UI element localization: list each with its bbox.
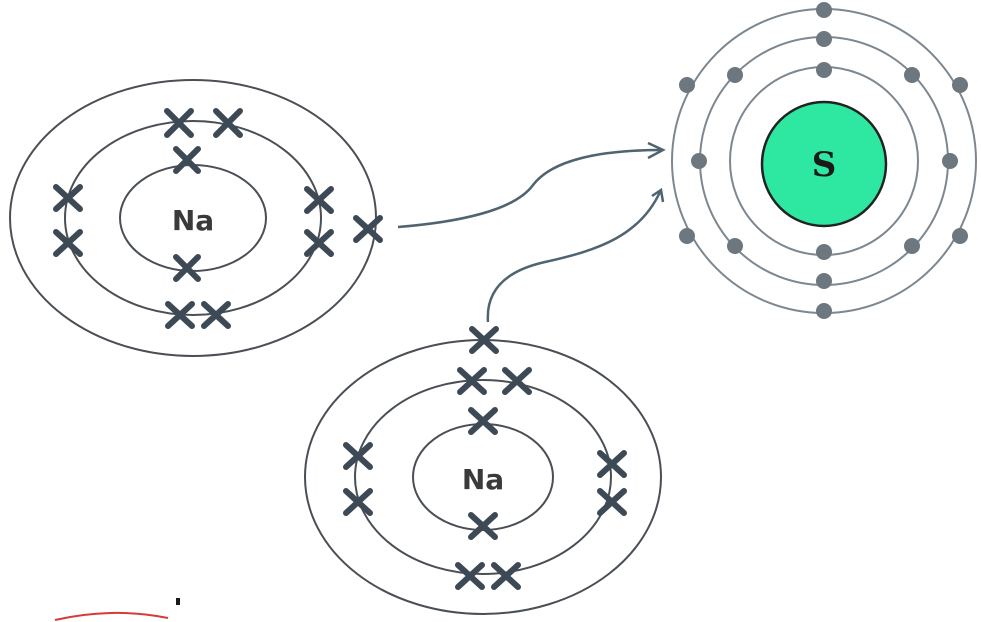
transfer-arrow-1	[397, 148, 663, 229]
electron-dot	[816, 2, 832, 18]
electron-dot	[691, 153, 707, 169]
electron-dot	[816, 273, 832, 289]
electron-dot	[816, 31, 832, 47]
electron-cross	[201, 301, 231, 329]
electron-cross	[304, 229, 334, 257]
electron-dot	[816, 244, 832, 260]
electron-cross	[597, 488, 627, 516]
sodium-symbol-label: Na	[172, 204, 214, 237]
valence-electron-cross	[353, 215, 383, 243]
electron-dot	[816, 303, 832, 319]
red-arc-fragment	[54, 611, 169, 621]
electron-cross	[343, 488, 373, 516]
sulfur-symbol-label: S	[812, 145, 837, 185]
electron-dot	[952, 228, 968, 244]
electron-dot	[904, 238, 920, 254]
sulfur-nucleus	[760, 100, 888, 228]
electron-dot	[952, 77, 968, 93]
sodium-symbol-label: Na	[462, 463, 504, 496]
electron-cross	[173, 254, 201, 282]
middle-shell	[64, 120, 322, 316]
electron-cross	[468, 512, 498, 540]
electron-cross	[502, 367, 532, 395]
electron-cross	[53, 184, 83, 212]
electron-cross	[213, 108, 243, 138]
electron-dot	[816, 62, 832, 78]
electron-cross	[164, 108, 194, 138]
valence-electron-cross	[469, 326, 499, 354]
electron-dot	[942, 153, 958, 169]
electron-dot	[679, 77, 695, 93]
electron-cross	[304, 186, 334, 214]
dark-mark-fragment	[176, 598, 180, 605]
electron-cross	[455, 562, 485, 590]
sodium-atom-2: Na	[304, 326, 662, 615]
sulfur-atom: S	[671, 2, 977, 319]
sulfur-electrons	[679, 2, 968, 319]
electron-cross	[468, 407, 498, 435]
arrow-head-2	[651, 187, 665, 203]
electron-cross	[53, 229, 83, 257]
electron-cross	[597, 450, 627, 478]
electron-dot	[727, 238, 743, 254]
electron-cross	[457, 367, 487, 395]
electron-transfer-arrows	[397, 141, 666, 323]
electron-dot	[727, 67, 743, 83]
cropped-fragment	[54, 598, 180, 621]
electron-crosses	[53, 108, 383, 329]
sodium-atom-1: Na	[9, 79, 383, 357]
electron-cross	[491, 562, 521, 590]
transfer-arrow-2	[486, 191, 662, 323]
electron-cross	[173, 146, 201, 174]
electron-cross	[343, 442, 373, 470]
electron-crosses	[343, 326, 627, 590]
electron-cross	[165, 301, 195, 329]
electron-dot	[679, 228, 695, 244]
middle-shell	[354, 379, 612, 575]
arrow-head-1	[647, 141, 666, 160]
electron-dot	[904, 67, 920, 83]
